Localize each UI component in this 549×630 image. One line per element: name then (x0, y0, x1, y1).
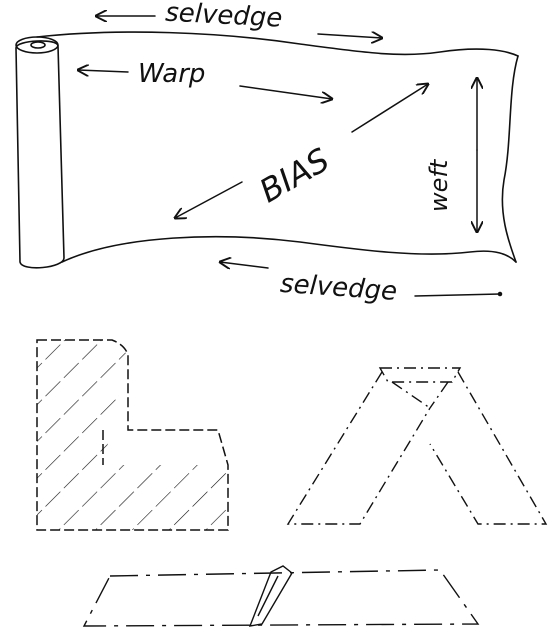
hatched-l-fill (37, 340, 228, 530)
warp-left-arrow (78, 70, 129, 72)
strip-seam-line (257, 575, 279, 617)
bolt-roll-core (30, 41, 46, 49)
fabric-top-edge (36, 31, 519, 57)
a-frame-outer-right (429, 371, 548, 525)
bolt-roll (15, 40, 65, 269)
label-warp: Warp (138, 59, 205, 89)
fabric-right-edge (501, 55, 519, 263)
strip-seam-piece (248, 565, 293, 627)
label-selvedge-top: selvedge (165, 0, 284, 34)
parallelogram-strip (82, 565, 480, 627)
fabric-bottom-edge (61, 235, 517, 263)
a-frame-shape (286, 367, 548, 525)
fabric-bolt (15, 31, 519, 269)
grain-arrows (78, 16, 503, 297)
bias-lower-arrow (175, 181, 243, 218)
selvedge-bottom-right-arrow (414, 291, 503, 297)
bolt-roll-end (15, 36, 59, 54)
a-frame-outer-left (286, 371, 431, 525)
label-bias: BIAS (253, 141, 336, 211)
strip-outline (82, 569, 480, 627)
selvedge-top-right-arrow (317, 34, 382, 38)
label-selvedge-bottom: selvedge (279, 269, 398, 307)
a-frame-inner (391, 381, 449, 409)
selvedge-bottom-left-arrow (220, 262, 269, 268)
label-weft: weft (425, 158, 453, 212)
hatched-l-outline (36, 339, 229, 531)
hatched-l-shape (36, 339, 229, 531)
bias-upper-arrow (351, 84, 428, 133)
warp-right-arrow (239, 85, 332, 99)
a-frame-top-cap (378, 367, 462, 383)
